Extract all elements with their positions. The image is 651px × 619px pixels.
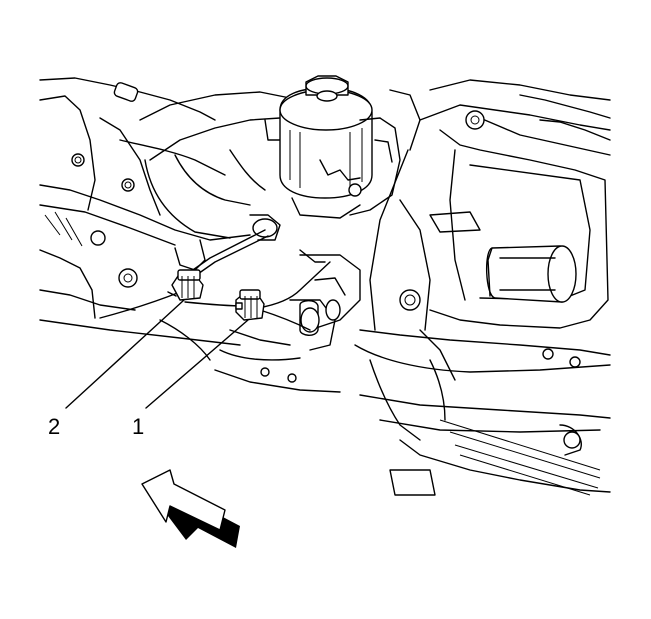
wiring-harness [99,229,331,361]
mounting-bracket [214,249,361,393]
callout-label-1: 1 [132,414,144,439]
transmission-case [369,79,611,331]
leader-line-2 [65,299,185,409]
intake-housing [139,91,291,271]
leader-line-1 [145,319,249,409]
engine-block [39,77,251,346]
filter-housing [279,75,421,219]
front-direction-arrow-icon [141,469,240,548]
callout-label-2: 2 [48,414,60,439]
connector-2 [167,269,204,301]
connector-1 [235,289,265,321]
transmission-lower [354,329,611,496]
